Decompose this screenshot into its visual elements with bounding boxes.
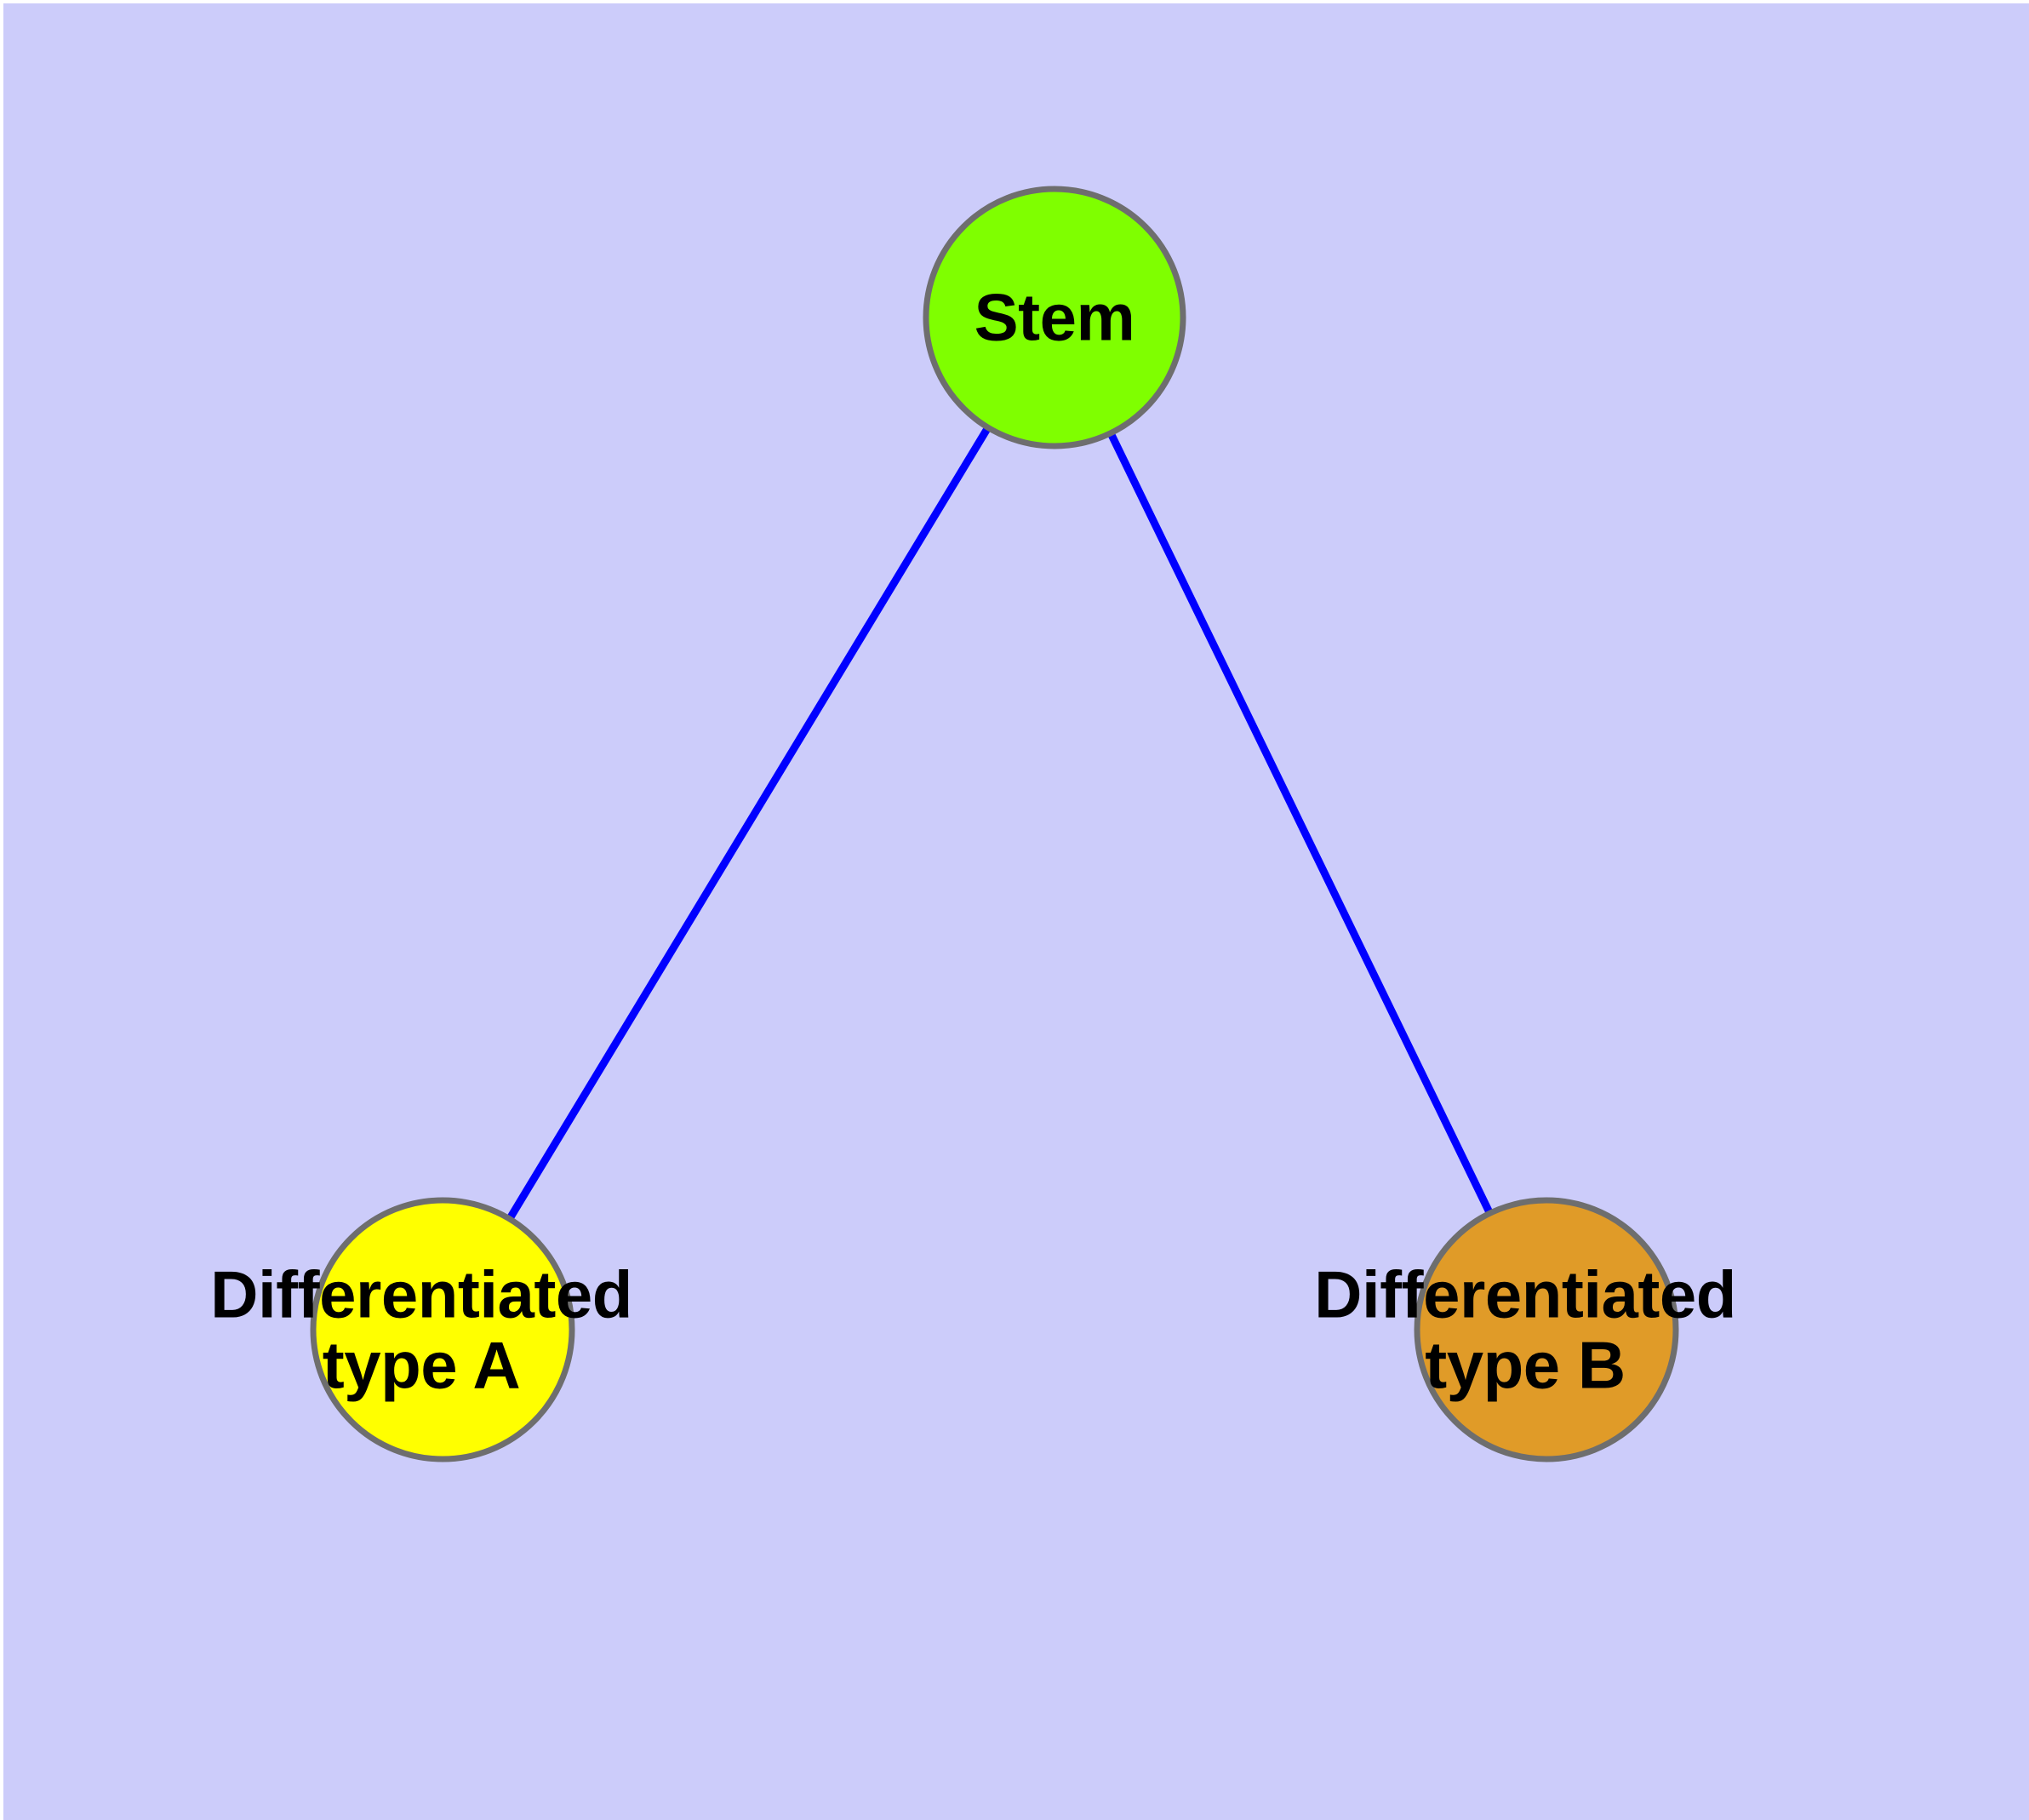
graph-node-stem[interactable] — [923, 186, 1186, 449]
graph-edge-stem-to-b — [1106, 430, 1495, 1217]
edges-group — [505, 424, 1495, 1222]
graph-node-diff_a[interactable] — [310, 1197, 575, 1462]
nodes-group — [310, 186, 1679, 1462]
graph-edge-stem-to-a — [505, 424, 992, 1222]
graph-node-diff_b[interactable] — [1414, 1197, 1679, 1462]
